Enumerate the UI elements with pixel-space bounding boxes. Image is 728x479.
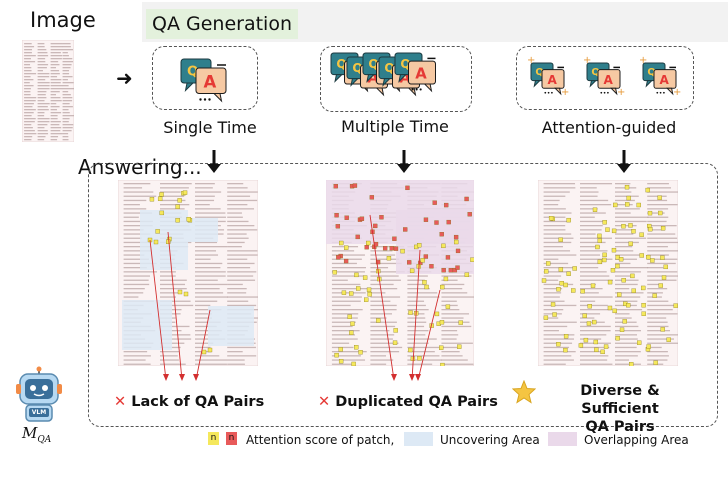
legend-uncovering-text: Uncovering Area (440, 433, 540, 447)
question-letter: Q (187, 64, 198, 80)
vlm-caption-sub: QA (37, 435, 52, 445)
answer-letter: A (660, 73, 670, 87)
diverse-result-line1: Diverse & Sufficient (580, 383, 660, 417)
answer-letter: A (204, 73, 217, 92)
diverse-result: Diverse & Sufficient QA Pairs (540, 382, 700, 436)
legend-chip-high: n (226, 432, 237, 445)
vlm-caption: MQA (22, 424, 51, 445)
sparkle-icon: + (639, 55, 647, 66)
single-qa-icon: QA (180, 58, 227, 103)
arrow-down-icon (207, 150, 221, 173)
diverse-result-line2: QA Pairs (585, 419, 655, 435)
question-letter: Q (591, 67, 599, 78)
source-document-thumbnail (22, 40, 74, 142)
sparkle-icon: + (673, 87, 681, 98)
arrow-down-icon (617, 150, 631, 173)
attention-guided-document (538, 180, 678, 366)
answer-letter: A (604, 73, 614, 87)
star-icon (512, 380, 536, 404)
sparkle-icon: + (583, 55, 591, 66)
arrow-right-icon: ➜ (116, 66, 133, 90)
lack-result-text: Lack of QA Pairs (131, 394, 265, 410)
vlm-badge: VLM (31, 409, 47, 416)
vlm-robot-icon: VLM (14, 366, 64, 424)
duplicated-result: ✕ Duplicated QA Pairs (318, 394, 498, 410)
legend-overlapping-swatch (548, 432, 577, 446)
legend-attention-text: Attention score of patch, (246, 433, 395, 447)
sparkle-icon: + (617, 87, 625, 98)
legend-chip-low: n (208, 432, 219, 445)
legend-uncovering-swatch (404, 432, 433, 446)
document-lines (22, 40, 74, 142)
question-letter: Q (352, 61, 362, 75)
legend-overlapping-text: Overlapping Area (584, 433, 689, 447)
attention-guided-label: Attention-guided (541, 118, 677, 137)
question-letter: Q (368, 57, 378, 71)
cross-icon: ✕ (318, 394, 331, 410)
lack-result: ✕ Lack of QA Pairs (114, 394, 264, 410)
single-time-label: Single Time (163, 118, 257, 137)
sparkle-icon: + (527, 55, 535, 66)
document-with-attention (326, 180, 474, 366)
question-letter: Q (400, 57, 410, 71)
question-letter: Q (535, 67, 543, 78)
answer-letter: A (415, 65, 427, 83)
multiple-time-document (326, 180, 474, 366)
single-time-document (118, 180, 258, 366)
arrow-down-icon (397, 150, 411, 173)
qa-generation-title: QA Generation (146, 9, 298, 39)
question-letter: Q (647, 67, 655, 78)
attention-qa-icon: QA++QA++QA++ (527, 55, 681, 98)
cross-icon: ✕ (114, 394, 127, 410)
sparkle-icon: + (561, 87, 569, 98)
multiple-time-label: Multiple Time (341, 117, 449, 136)
image-title: Image (30, 8, 96, 32)
multiple-time-box: QAQAQAQAQA (320, 46, 472, 112)
duplicated-result-text: Duplicated QA Pairs (335, 394, 498, 410)
question-letter: Q (336, 57, 346, 71)
multiple-qa-icon: QAQAQAQAQA (330, 52, 436, 97)
document-with-attention (118, 180, 258, 366)
document-with-attention (538, 180, 678, 366)
vlm-caption-main: M (22, 424, 38, 442)
question-letter: Q (384, 61, 394, 75)
answer-letter: A (548, 73, 558, 87)
